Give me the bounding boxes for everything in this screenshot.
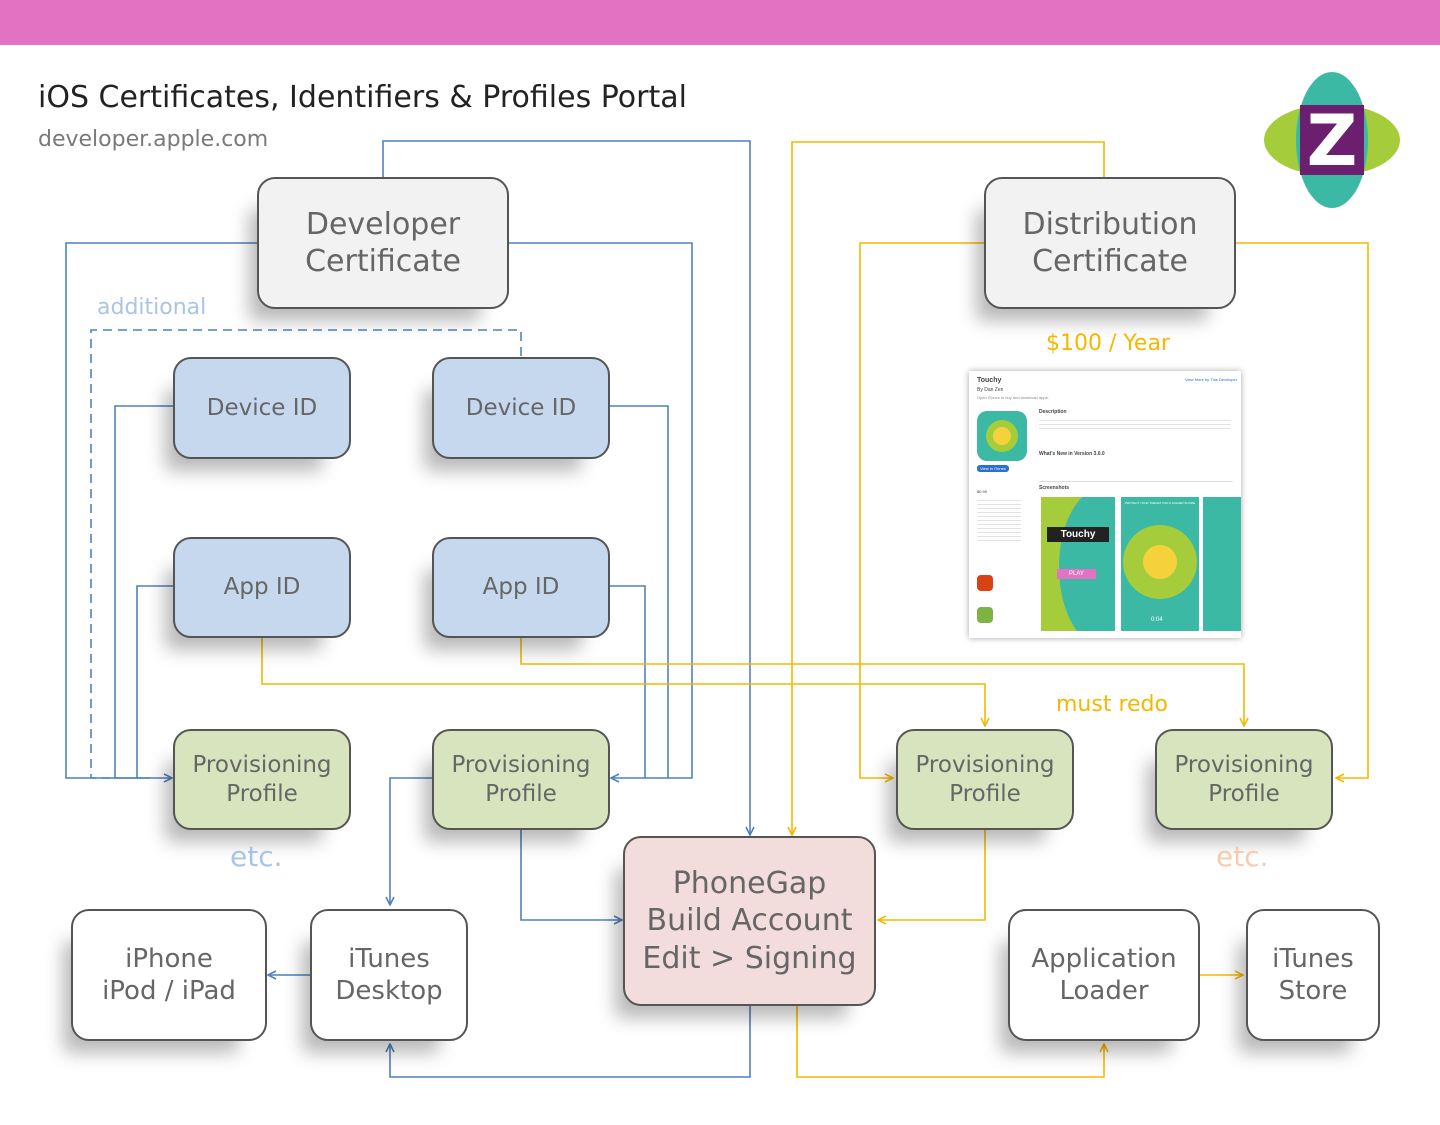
- store-open-hint: Open iTunes to buy and download apps.: [977, 395, 1049, 400]
- screenshot-play-button: PLAY: [1057, 569, 1096, 579]
- store-view-in-itunes-button[interactable]: View in iTunes: [977, 465, 1009, 472]
- wire-additional-device: [90, 329, 522, 779]
- wire-appid2-to-profile2: [610, 585, 646, 778]
- wire-distcert-to-dprofile1: [859, 242, 985, 778]
- dist-provisioning-profile-1[interactable]: Provisioning Profile: [896, 729, 1074, 830]
- store-description-text: [1039, 417, 1231, 429]
- screenshot-title: Touchy: [1047, 527, 1109, 542]
- store-more-app-icon-2: [977, 607, 993, 623]
- zen-z-logo-icon: Z: [1264, 72, 1400, 208]
- device-id-1[interactable]: Device ID: [173, 357, 351, 459]
- etc-label-right: etc.: [1216, 840, 1269, 873]
- device-id-2[interactable]: Device ID: [432, 357, 610, 459]
- store-price: $0.99: [977, 489, 988, 494]
- app-store-page-thumbnail: Touchy By Dan Zen Open iTunes to buy and…: [969, 371, 1241, 638]
- wire-devcert-to-phonegap: [382, 140, 750, 835]
- wire-appid1-to-dprofile1: [261, 637, 985, 726]
- distribution-certificate[interactable]: Distribution Certificate: [984, 177, 1236, 309]
- screenshot-timer: 0:04: [1151, 617, 1163, 623]
- store-whats-new: What's New in Version 3.0.0: [1039, 451, 1105, 457]
- developer-certificate[interactable]: Developer Certificate: [257, 177, 509, 309]
- dev-provisioning-profile-2[interactable]: Provisioning Profile: [432, 729, 610, 830]
- store-app-icon: [977, 411, 1027, 461]
- app-id-2[interactable]: App ID: [432, 537, 610, 638]
- wire-profile2-to-itunes: [390, 777, 432, 905]
- wire-phonegap-to-itunes: [390, 1005, 751, 1078]
- phonegap-build-account[interactable]: PhoneGap Build Account Edit > Signing: [623, 836, 876, 1006]
- page-title: iOS Certificates, Identifiers & Profiles…: [38, 80, 687, 115]
- must-redo-label: must redo: [1056, 692, 1168, 717]
- page-subtitle: developer.apple.com: [38, 127, 269, 152]
- store-developer: By Dan Zen: [977, 387, 1004, 393]
- itunes-store[interactable]: iTunes Store: [1246, 909, 1380, 1041]
- top-banner: [0, 0, 1440, 45]
- logo-letter: Z: [1307, 100, 1358, 182]
- app-id-1[interactable]: App ID: [173, 537, 351, 638]
- store-divider: [1039, 481, 1233, 482]
- itunes-desktop[interactable]: iTunes Desktop: [310, 909, 468, 1041]
- wire-devcert-to-profile2: [508, 242, 693, 778]
- etc-label-left: etc.: [230, 840, 283, 873]
- store-sidebar-text: [977, 497, 1021, 541]
- store-screenshots-heading: Screenshots: [1039, 485, 1070, 491]
- application-loader[interactable]: Application Loader: [1008, 909, 1200, 1041]
- additional-label: additional: [97, 295, 207, 320]
- wire-dprofile-to-phonegap: [878, 830, 986, 920]
- wire-distcert-to-dprofile2: [1236, 242, 1369, 778]
- store-description-heading: Description: [1039, 409, 1067, 415]
- wire-devcert-to-profile1: [65, 242, 258, 778]
- price-label: $100 / Year: [1046, 331, 1170, 356]
- store-screenshot-1: Touchy PLAY: [1041, 497, 1115, 631]
- dist-provisioning-profile-2[interactable]: Provisioning Profile: [1155, 729, 1333, 830]
- wire-appid1-to-profile1: [136, 585, 173, 778]
- wire-device2-to-profile2: [610, 405, 669, 778]
- wire-profile2-to-phonegap: [520, 830, 622, 920]
- wire-appid2-to-dprofile2: [520, 637, 1244, 726]
- screenshot-caption: PROTECT YOUR TARGET FOR A HIGHER SCORE: [1125, 501, 1196, 505]
- wire-device1-to-profile1: [114, 405, 173, 779]
- store-view-more-link[interactable]: View More by This Developer: [1185, 377, 1238, 382]
- store-screenshot-3: [1203, 497, 1241, 631]
- wire-phonegap-to-loader: [796, 1005, 1104, 1078]
- store-screenshot-2: PROTECT YOUR TARGET FOR A HIGHER SCORE 0…: [1121, 497, 1199, 631]
- store-more-app-icon-1: [977, 575, 993, 591]
- store-app-name: Touchy: [977, 377, 1002, 384]
- wire-distcert-to-phonegap: [792, 141, 1105, 835]
- dev-provisioning-profile-1[interactable]: Provisioning Profile: [173, 729, 351, 830]
- iphone-ipod-ipad[interactable]: iPhone iPod / iPad: [71, 909, 267, 1041]
